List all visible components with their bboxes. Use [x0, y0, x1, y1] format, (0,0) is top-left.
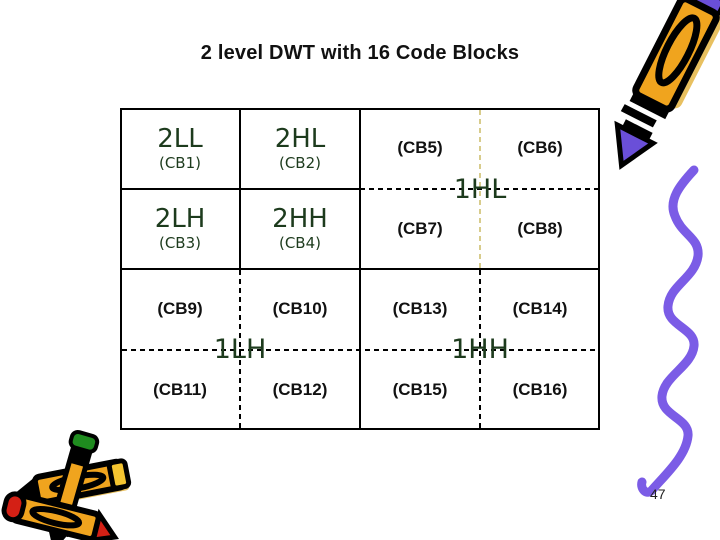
- subband-label: 2LH: [154, 203, 206, 234]
- dash-bottom-horizontal: [122, 349, 598, 351]
- quadrant-label-1hh: 1HH: [451, 333, 509, 365]
- codeblock-cb5: (CB5): [397, 138, 443, 157]
- dash-1hl-vertical-khaki: [479, 110, 481, 268]
- codeblock-cb13: (CB13): [392, 299, 448, 318]
- codeblock-cb14: (CB14): [512, 299, 568, 318]
- codeblock-cb16: (CB16): [512, 380, 568, 399]
- quadrant-label-1lh: 1LH: [213, 333, 267, 365]
- codeblock-cb11: (CB11): [153, 380, 207, 399]
- divider-2level-horizontal: [120, 188, 360, 190]
- codeblock-cb8: (CB8): [517, 219, 563, 238]
- codeblock-label: (CB4): [278, 233, 321, 252]
- squiggle-line: [637, 165, 703, 497]
- codeblock-cb6: (CB6): [517, 138, 563, 157]
- cell-2hh: 2HH (CB4): [240, 188, 360, 269]
- codeblock-cb7: (CB7): [397, 219, 443, 238]
- codeblock-cb9: (CB9): [157, 299, 203, 318]
- quadrant-label-1hl: 1HL: [453, 173, 507, 205]
- crayons-icon: [1, 429, 132, 540]
- cell-2ll: 2LL (CB1): [120, 108, 240, 189]
- divider-center-horizontal: [120, 268, 600, 270]
- cell-2lh: 2LH (CB3): [120, 188, 240, 269]
- codeblock-cb15: (CB15): [392, 380, 448, 399]
- pencil-icon: [614, 0, 720, 170]
- codeblock-label: (CB3): [158, 233, 201, 252]
- codeblock-cb10: (CB10): [272, 299, 328, 318]
- codeblock-cb12: (CB12): [272, 380, 328, 399]
- cell-2hl: 2HL (CB2): [240, 108, 360, 189]
- codeblock-label: (CB1): [158, 153, 201, 172]
- subband-label: 2LL: [157, 123, 203, 154]
- slide-title: 2 level DWT with 16 Code Blocks: [200, 42, 520, 64]
- subband-label: 2HH: [272, 203, 328, 234]
- page-number: 47: [650, 486, 666, 502]
- codeblock-label: (CB2): [278, 153, 321, 172]
- subband-label: 2HL: [274, 123, 326, 154]
